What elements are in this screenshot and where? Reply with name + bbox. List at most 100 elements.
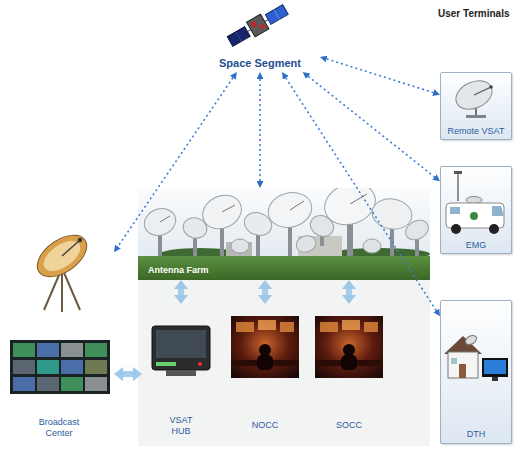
satellite-icon <box>265 5 288 25</box>
control-room-photo <box>259 344 271 356</box>
satellite-icon <box>247 14 269 37</box>
hub-device-icon <box>152 326 210 376</box>
uplink-dish-icon <box>62 268 80 310</box>
home-tv-icon <box>482 358 508 377</box>
satellite-icon <box>274 10 280 20</box>
monitor-wall-photo <box>37 360 59 374</box>
ground-link-arrow <box>178 289 184 295</box>
hub-device-icon <box>152 326 210 370</box>
antenna-farm-photo <box>363 239 381 253</box>
satellite-icon <box>226 2 290 49</box>
antenna-farm-photo <box>402 216 430 244</box>
hub-device-icon <box>156 330 206 358</box>
satellite-icon <box>247 30 250 32</box>
node-label: NOCC <box>252 420 279 430</box>
broadcast-center: Broadcast Center <box>4 222 114 444</box>
antenna-farm-photo <box>294 233 318 255</box>
node-label: Antenna Farm <box>148 265 209 275</box>
home-tv-icon <box>444 334 508 381</box>
control-room-photo <box>231 316 383 378</box>
terminal-box: Remote VSAT <box>440 72 512 140</box>
ground-link-arrow <box>346 289 352 295</box>
terminal-panel <box>440 166 512 254</box>
satellite-link-arrow <box>327 59 434 93</box>
home-tv-icon <box>451 358 457 364</box>
satellite-link-arrow <box>118 78 233 247</box>
antenna-farm-photo <box>138 256 430 280</box>
antenna-farm-photo <box>363 239 381 253</box>
control-room-photo <box>257 355 273 370</box>
antenna-farm-photo <box>264 188 315 232</box>
satellite-icon <box>227 27 250 47</box>
ground-panel <box>138 280 430 446</box>
control-room-photo <box>231 316 299 378</box>
antenna-farm-photo <box>160 216 170 222</box>
uplink-dish-icon <box>30 227 94 285</box>
antenna-farm-photo <box>222 205 235 212</box>
control-room-photo <box>341 355 357 370</box>
vsat-dish-icon <box>466 115 486 118</box>
satellite-link-arrow <box>286 78 436 311</box>
node-label: Space Segment <box>219 57 301 70</box>
monitor-wall-photo <box>61 377 83 391</box>
vsat-dish-icon <box>451 75 496 115</box>
antenna-farm-photo <box>231 239 249 253</box>
monitor-wall-photo <box>13 343 35 357</box>
vsat-dish-icon <box>451 75 496 118</box>
hub-device-icon <box>166 370 196 376</box>
satellite-link-arrow <box>259 79 261 181</box>
node-label: Remote VSAT <box>448 126 505 136</box>
ground-link-arrow <box>262 289 268 295</box>
node-label: VSAT HUB <box>163 415 199 436</box>
control-room-photo <box>236 322 254 332</box>
home-tv-icon <box>464 334 478 347</box>
news-van-icon <box>451 224 461 234</box>
home-tv-icon <box>459 364 466 378</box>
monitor-wall-photo <box>13 360 35 374</box>
news-van-icon <box>470 212 478 220</box>
control-room-photo <box>320 322 338 332</box>
control-room-photo <box>315 316 383 378</box>
monitor-wall-photo <box>13 377 35 391</box>
monitor-wall-photo <box>85 360 107 374</box>
control-room-photo <box>280 322 294 332</box>
ground-station-box: SOCC <box>310 304 388 444</box>
monitor-wall-photo <box>37 377 59 391</box>
control-room-photo <box>364 322 378 332</box>
uplink-dish-icon <box>38 235 85 277</box>
terminal-panel <box>440 300 512 444</box>
news-van-icon <box>450 207 460 214</box>
terminal-panel <box>440 72 512 140</box>
monitor-wall-photo <box>37 343 59 357</box>
uplink-dish-icon <box>30 227 94 312</box>
antenna-farm-photo <box>290 201 304 210</box>
home-tv-icon <box>484 360 506 374</box>
satellite-icon <box>251 21 258 28</box>
vsat-dish-icon <box>489 85 493 89</box>
antenna-farm-photo <box>141 204 180 258</box>
news-van-icon <box>457 173 459 201</box>
monitor-wall-photo <box>10 340 110 394</box>
hub-device-icon <box>156 362 176 366</box>
antenna-farm-photo <box>141 204 180 239</box>
antenna-farm-photo <box>197 189 247 235</box>
satellite-link-arrow <box>308 76 434 177</box>
news-van-icon <box>492 206 504 216</box>
terminal-box: DTH <box>440 300 512 444</box>
section-heading: User Terminals <box>438 8 510 20</box>
node-label: EMG <box>466 240 487 250</box>
control-room-photo <box>258 320 276 330</box>
antenna-farm-photo <box>402 216 430 258</box>
hub-device-icon <box>198 362 202 366</box>
monitor-wall-photo <box>85 377 107 391</box>
monitor-wall-photo <box>61 360 83 374</box>
news-van-icon <box>446 171 504 234</box>
node-label: DTH <box>467 429 486 439</box>
ground-station-box: VSAT HUB <box>142 304 220 444</box>
control-room-photo <box>343 344 355 356</box>
antenna-farm-photo <box>350 194 367 204</box>
node-label: Broadcast Center <box>28 417 90 438</box>
antenna-farm-photo <box>319 188 382 258</box>
antenna-farm-photo <box>294 233 318 255</box>
